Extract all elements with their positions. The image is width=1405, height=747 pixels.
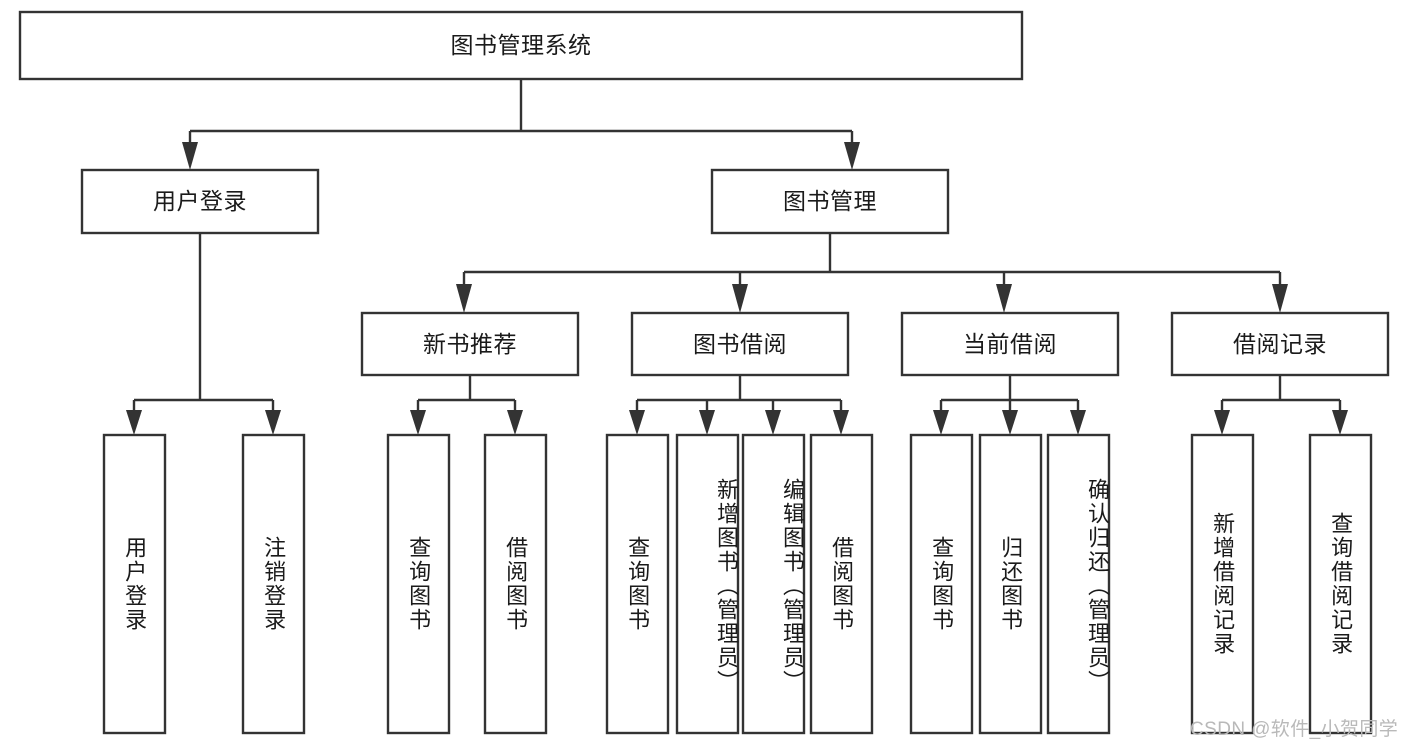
node-new-book-recommend[interactable] [360,311,580,377]
node-leaf-borrow-book-2[interactable] [809,433,874,735]
node-leaf-query-book-1[interactable] [386,433,451,735]
node-leaf-query-record[interactable] [1308,433,1373,735]
node-root[interactable] [18,10,1024,81]
node-user-login[interactable] [80,168,320,235]
connector-borrowrecord-to-leaves [1214,375,1348,435]
connector-bookborrow-to-leaves [629,375,849,435]
node-leaf-add-book[interactable] [675,433,740,735]
connector-newbook-to-leaves [410,375,523,435]
node-leaf-add-record[interactable] [1190,433,1255,735]
node-leaf-borrow-book-1[interactable] [483,433,548,735]
node-leaf-confirm-return[interactable] [1046,433,1111,735]
connector-bookmanage-to-level3 [456,233,1288,313]
node-current-borrow[interactable] [900,311,1120,377]
node-leaf-user-logout[interactable] [241,433,306,735]
node-leaf-return-book[interactable] [978,433,1043,735]
node-borrow-record[interactable] [1170,311,1390,377]
connector-currentborrow-to-leaves [933,375,1086,435]
node-leaf-query-book-3[interactable] [909,433,974,735]
node-book-borrow[interactable] [630,311,850,377]
node-leaf-edit-book[interactable] [741,433,806,735]
node-leaf-query-book-2[interactable] [605,433,670,735]
connector-root-to-level2 [182,79,860,170]
node-leaf-user-login[interactable] [102,433,167,735]
connector-userlogin-to-leaves [126,233,281,435]
node-book-manage[interactable] [710,168,950,235]
